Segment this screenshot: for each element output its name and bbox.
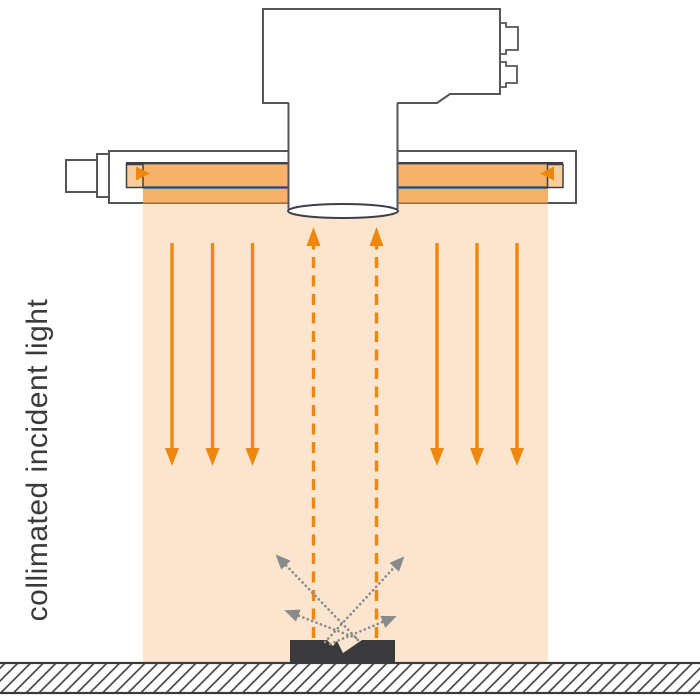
reflected-light-arrows bbox=[306, 227, 384, 638]
camera-connector-tab-2 bbox=[499, 61, 518, 88]
incident-arrow bbox=[205, 243, 220, 466]
incident-light-arrows bbox=[165, 243, 524, 466]
incident-arrow bbox=[165, 243, 179, 466]
test-object bbox=[290, 640, 395, 663]
lens-barrel bbox=[287, 101, 399, 219]
scattered-arrow bbox=[323, 556, 405, 644]
plug-outer bbox=[65, 159, 98, 193]
scattered-arrow bbox=[284, 609, 358, 640]
scattered-light-arrows bbox=[275, 554, 405, 646]
light-beam-area bbox=[143, 203, 548, 663]
camera-connector-tab-1 bbox=[499, 22, 519, 55]
reflected-arrow-dashed bbox=[369, 227, 384, 638]
light-entry-left-arrow-icon bbox=[136, 166, 150, 181]
reflected-arrow-dashed bbox=[306, 227, 321, 638]
collimated-incident-light-label: collimated incident light bbox=[21, 298, 54, 622]
incident-arrow bbox=[510, 243, 524, 466]
incident-arrow bbox=[470, 243, 484, 466]
scattered-arrow bbox=[328, 615, 397, 646]
lens-front-element bbox=[287, 203, 399, 219]
incident-arrow bbox=[245, 243, 260, 466]
camera-body bbox=[262, 8, 519, 104]
ground-surface bbox=[0, 661, 700, 695]
scattered-arrow bbox=[275, 554, 360, 642]
lens-barrel-fill bbox=[289, 101, 397, 211]
camera-housing bbox=[262, 8, 501, 104]
plug-step bbox=[96, 153, 110, 198]
ground-hatching bbox=[0, 663, 700, 693]
light-entry-right-arrow-icon bbox=[540, 166, 554, 181]
incident-arrow bbox=[430, 243, 444, 466]
